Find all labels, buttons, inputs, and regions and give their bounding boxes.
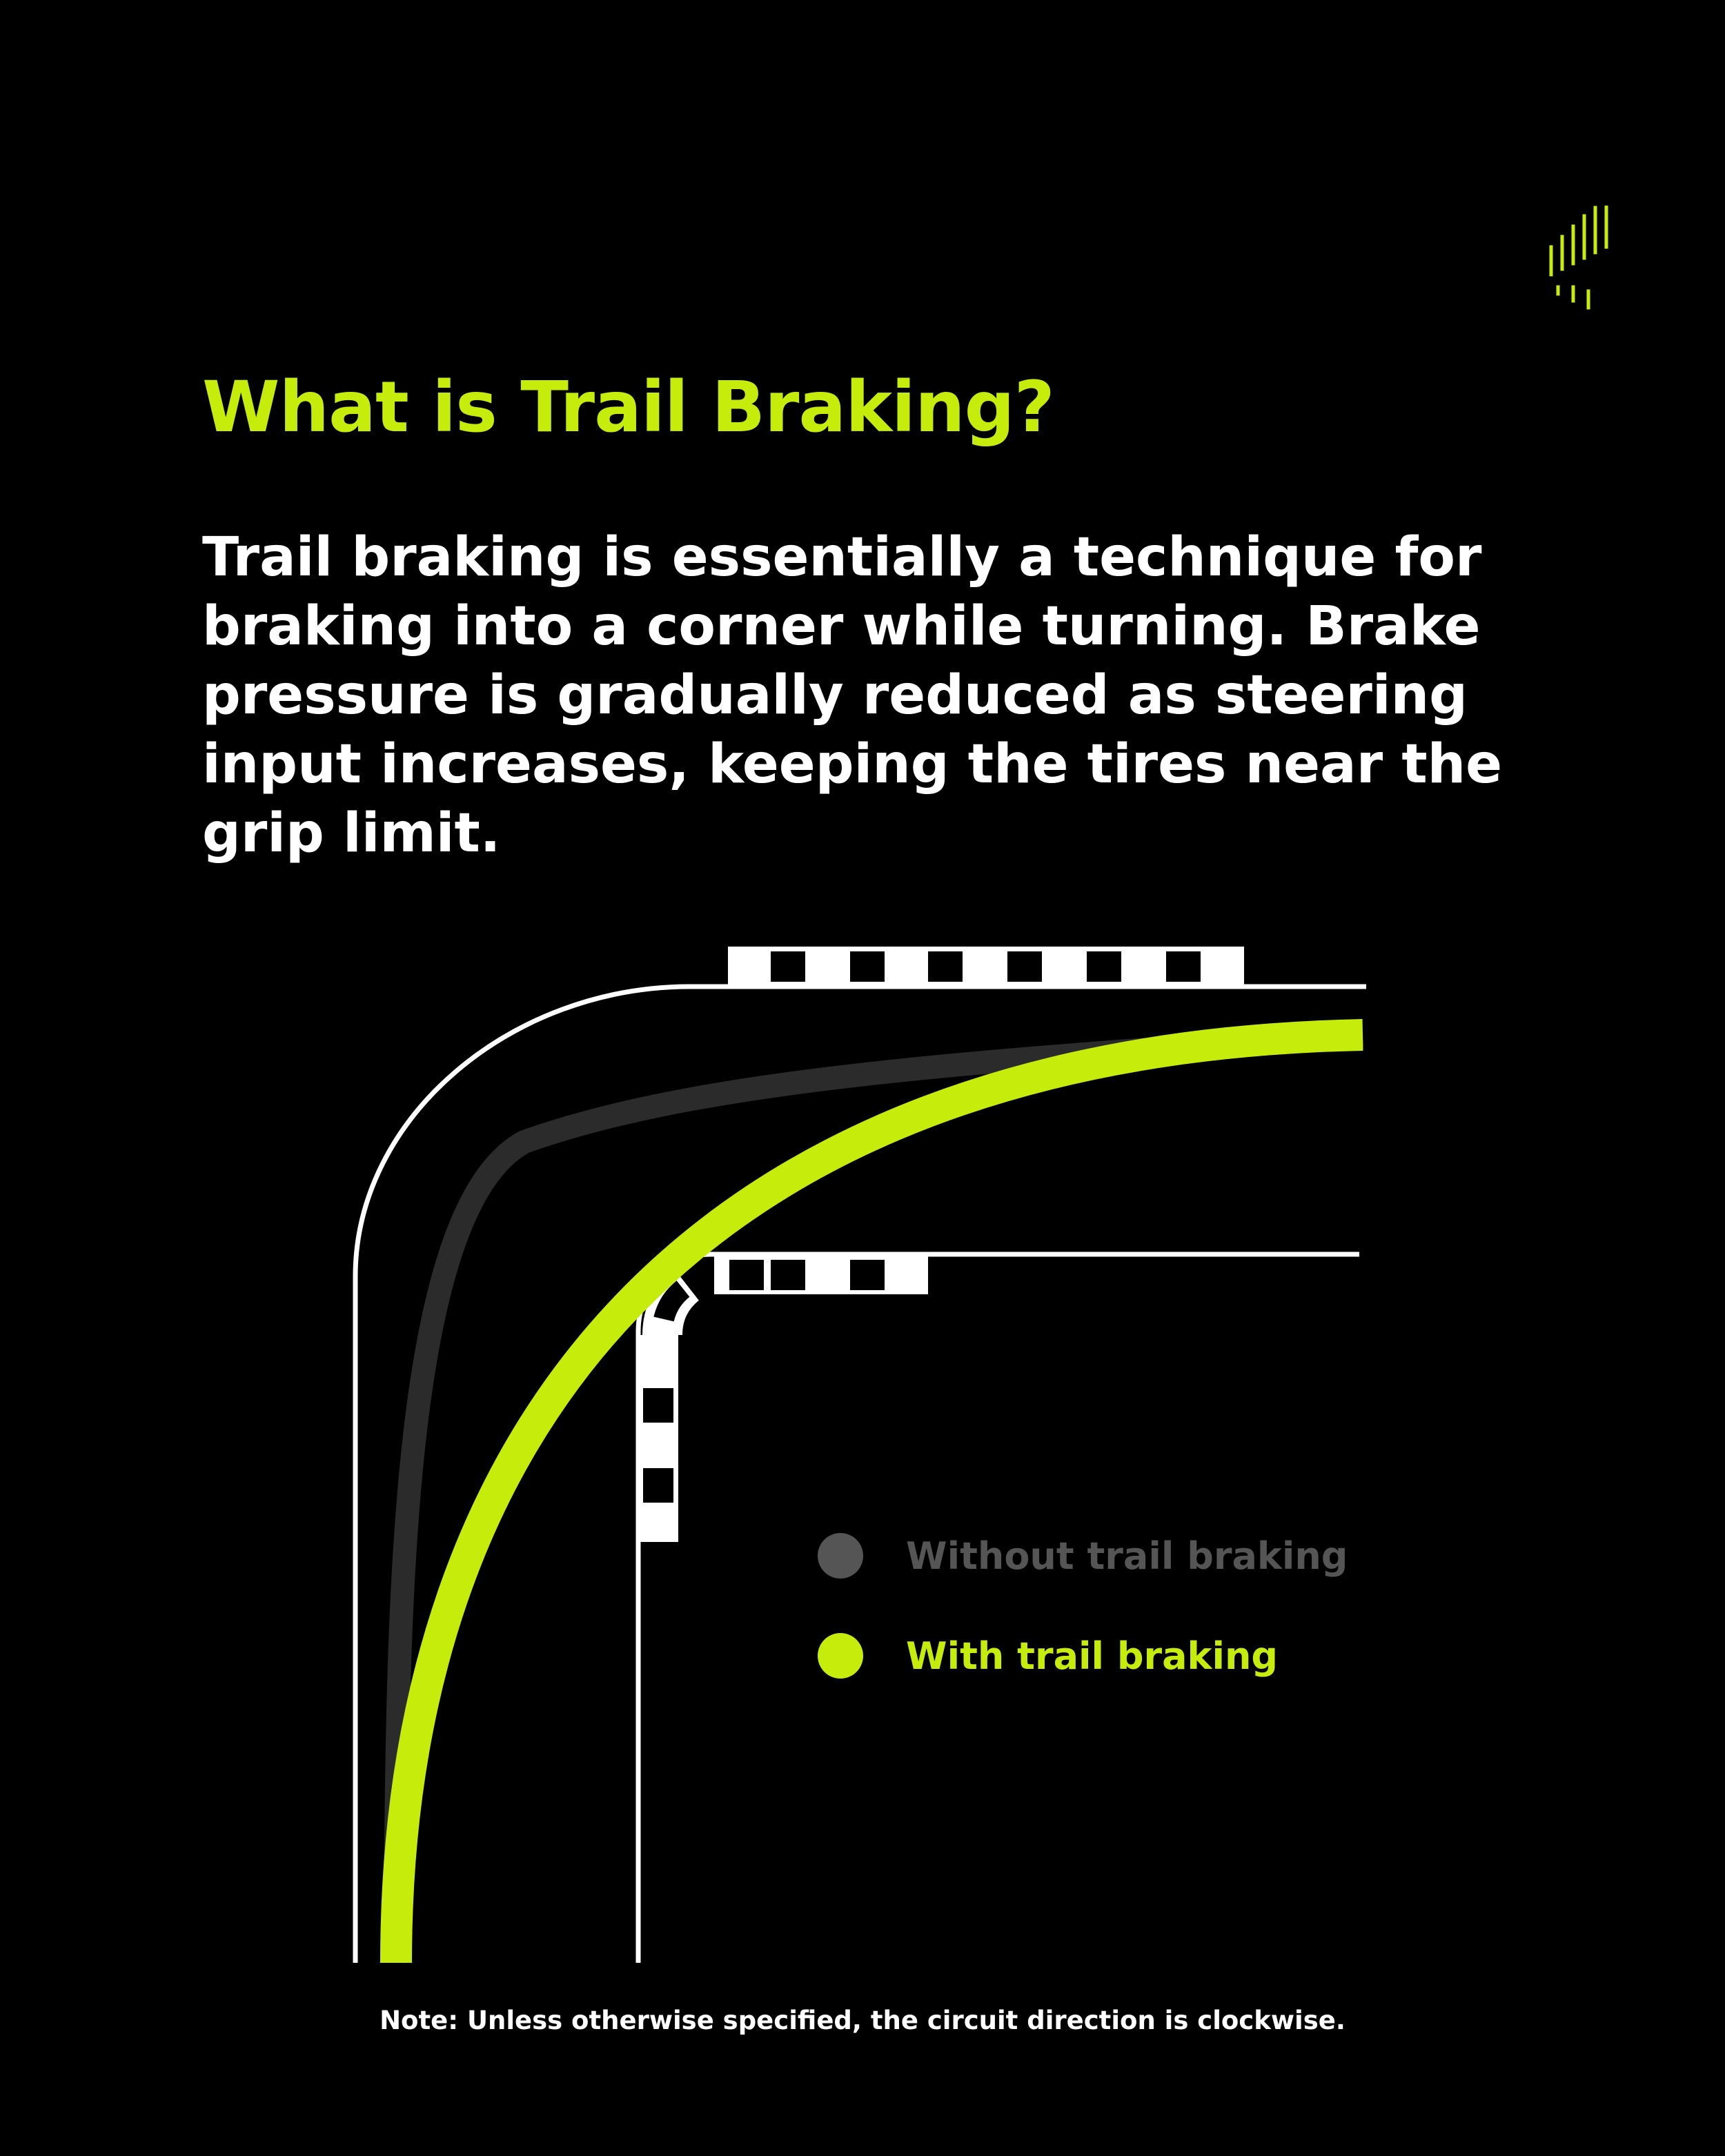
brand-logo	[1548, 204, 1610, 313]
inner-curb-top	[714, 1254, 928, 1294]
outer-curb-block	[928, 951, 963, 982]
outer-curb-block	[850, 951, 885, 982]
line-with-trail-braking	[380, 1019, 1363, 1964]
line-without-trail-braking	[383, 1023, 1364, 1964]
outer-curb-block	[1087, 951, 1121, 982]
inner-curb-block	[643, 1388, 673, 1423]
legend-dot-without	[818, 1533, 863, 1579]
outer-curb-block	[1166, 951, 1201, 982]
racing-line-diagram	[353, 947, 1366, 1964]
inner-curb-block	[729, 1260, 764, 1290]
page-title: What is Trail Braking?	[202, 366, 1055, 448]
logo-stripes	[1549, 204, 1608, 310]
legend-label-without: Without trail braking	[906, 1534, 1348, 1578]
inner-track-edge	[635, 1252, 1359, 1963]
legend-dot-with	[818, 1633, 863, 1679]
outer-track-edge	[353, 984, 1366, 1963]
inner-curb-side	[638, 1335, 678, 1542]
legend-item-without: Without trail braking	[818, 1532, 1348, 1580]
footnote: Note: Unless otherwise specified, the ci…	[379, 2006, 1346, 2035]
striped-flag-logo-icon	[1549, 204, 1608, 310]
inner-curb-block	[850, 1260, 885, 1290]
legend-item-with: With trail braking	[818, 1632, 1278, 1680]
description-paragraph: Trail braking is essentially a technique…	[202, 526, 1503, 864]
inner-curb-block	[643, 1468, 673, 1503]
outer-curb-frame	[728, 947, 1244, 987]
inner-curb-side-frame	[638, 1335, 678, 1542]
inner-curb-corner-block	[653, 1280, 690, 1322]
outer-curb-block	[1007, 951, 1042, 982]
legend-label-with: With trail braking	[906, 1634, 1279, 1678]
inner-curb-block	[771, 1260, 805, 1290]
outer-curb-block	[771, 951, 805, 982]
outer-curb	[728, 947, 1244, 987]
